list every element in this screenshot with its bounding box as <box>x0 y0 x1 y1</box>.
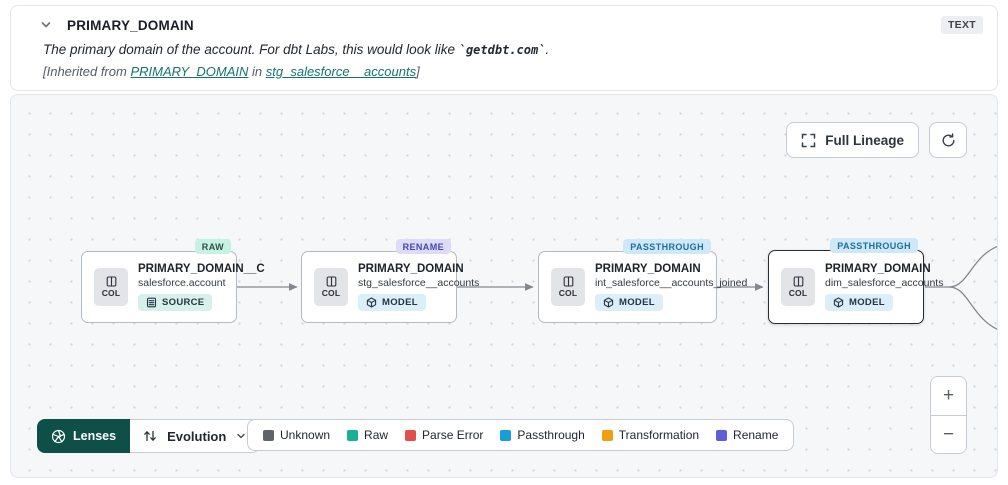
resource-type-badge: MODEL <box>825 294 893 311</box>
legend-item-passthrough: Passthrough <box>500 428 585 442</box>
source-icon <box>146 297 157 308</box>
model-icon <box>366 297 377 308</box>
node-column-name: PRIMARY_DOMAIN <box>358 263 464 275</box>
data-type-badge: TEXT <box>940 16 983 34</box>
resource-type-badge: SOURCE <box>138 294 213 311</box>
model-icon <box>603 297 614 308</box>
column-icon <box>326 276 336 287</box>
lineage-canvas[interactable]: Full Lineage RAW COL PRIMARY_DOMAIN__C s… <box>10 94 998 478</box>
inline-code: `getdbt.com` <box>458 43 546 57</box>
zoom-controls: + − <box>930 376 967 454</box>
evolution-swap-icon <box>144 430 156 442</box>
evolution-tag: RENAME <box>395 239 451 254</box>
legend-swatch <box>716 429 728 441</box>
resource-type-badge: MODEL <box>358 294 426 311</box>
legend-swatch <box>500 429 512 441</box>
lineage-node-intermediate[interactable]: PASSTHROUGH COL PRIMARY_DOMAIN int_sales… <box>538 239 747 323</box>
column-header-card: PRIMARY_DOMAIN TEXT The primary domain o… <box>10 5 998 91</box>
lenses-control-group: Lenses Evolution <box>37 419 261 453</box>
expand-icon <box>801 133 816 147</box>
legend-item-transformation: Transformation <box>601 428 699 442</box>
lens-aperture-icon <box>51 429 66 443</box>
legend-item-unknown: Unknown <box>263 428 330 442</box>
full-lineage-label: Full Lineage <box>825 132 904 148</box>
column-icon <box>106 276 116 287</box>
column-icon <box>563 276 573 287</box>
column-chip: COL <box>551 268 585 306</box>
node-model-name: dim_salesforce_accounts <box>825 277 944 289</box>
evolution-tag: PASSTHROUGH <box>623 239 711 254</box>
lens-selected-value: Evolution <box>167 428 227 444</box>
column-description: The primary domain of the account. For d… <box>43 42 550 57</box>
node-column-name: PRIMARY_DOMAIN <box>825 263 931 275</box>
inherited-from-note: [Inherited from PRIMARY_DOMAIN in stg_sa… <box>43 64 420 79</box>
collapse-chevron-icon[interactable] <box>39 18 53 32</box>
node-model-name: salesforce.account <box>138 277 226 289</box>
lineage-node-staging[interactable]: RENAME COL PRIMARY_DOMAIN stg_salesforce… <box>301 239 479 323</box>
legend-swatch <box>347 429 359 441</box>
evolution-tag: PASSTHROUGH <box>830 238 918 253</box>
legend-item-rename: Rename <box>716 428 778 442</box>
refresh-icon <box>942 132 954 146</box>
refresh-button[interactable] <box>929 122 967 158</box>
column-chip: COL <box>314 268 348 306</box>
zoom-out-button[interactable]: − <box>931 415 966 453</box>
node-model-name: stg_salesforce__accounts <box>358 277 480 289</box>
legend-swatch <box>601 429 613 441</box>
column-title: PRIMARY_DOMAIN <box>67 17 194 33</box>
legend-item-raw: Raw <box>347 428 388 442</box>
legend-item-parse-error: Parse Error <box>405 428 483 442</box>
node-model-name: int_salesforce__accounts_joined <box>595 277 748 289</box>
lineage-node-source[interactable]: RAW COL PRIMARY_DOMAIN__C salesforce.acc… <box>81 239 265 323</box>
inherited-column-link[interactable]: PRIMARY_DOMAIN <box>130 64 249 79</box>
evolution-legend: Unknown Raw Parse Error Passthrough Tran… <box>247 419 795 451</box>
legend-swatch <box>263 429 274 441</box>
column-icon <box>793 276 803 287</box>
full-lineage-button[interactable]: Full Lineage <box>786 122 919 158</box>
node-column-name: PRIMARY_DOMAIN__C <box>138 263 265 275</box>
resource-type-badge: MODEL <box>595 294 663 311</box>
inherited-model-link[interactable]: stg_salesforce__accounts <box>265 64 417 79</box>
legend-swatch <box>405 429 417 441</box>
node-column-name: PRIMARY_DOMAIN <box>595 263 701 275</box>
lenses-label: Lenses <box>73 429 117 443</box>
model-icon <box>833 297 844 308</box>
column-chip: COL <box>94 268 128 306</box>
lenses-button[interactable]: Lenses <box>37 419 131 453</box>
lens-select-dropdown[interactable]: Evolution <box>130 419 261 453</box>
evolution-tag: RAW <box>194 239 231 254</box>
zoom-in-button[interactable]: + <box>931 377 966 415</box>
column-chip: COL <box>781 268 815 306</box>
lineage-node-dim-selected[interactable]: PASSTHROUGH COL PRIMARY_DOMAIN dim_sales… <box>768 238 943 324</box>
chevron-down-icon <box>237 433 246 439</box>
